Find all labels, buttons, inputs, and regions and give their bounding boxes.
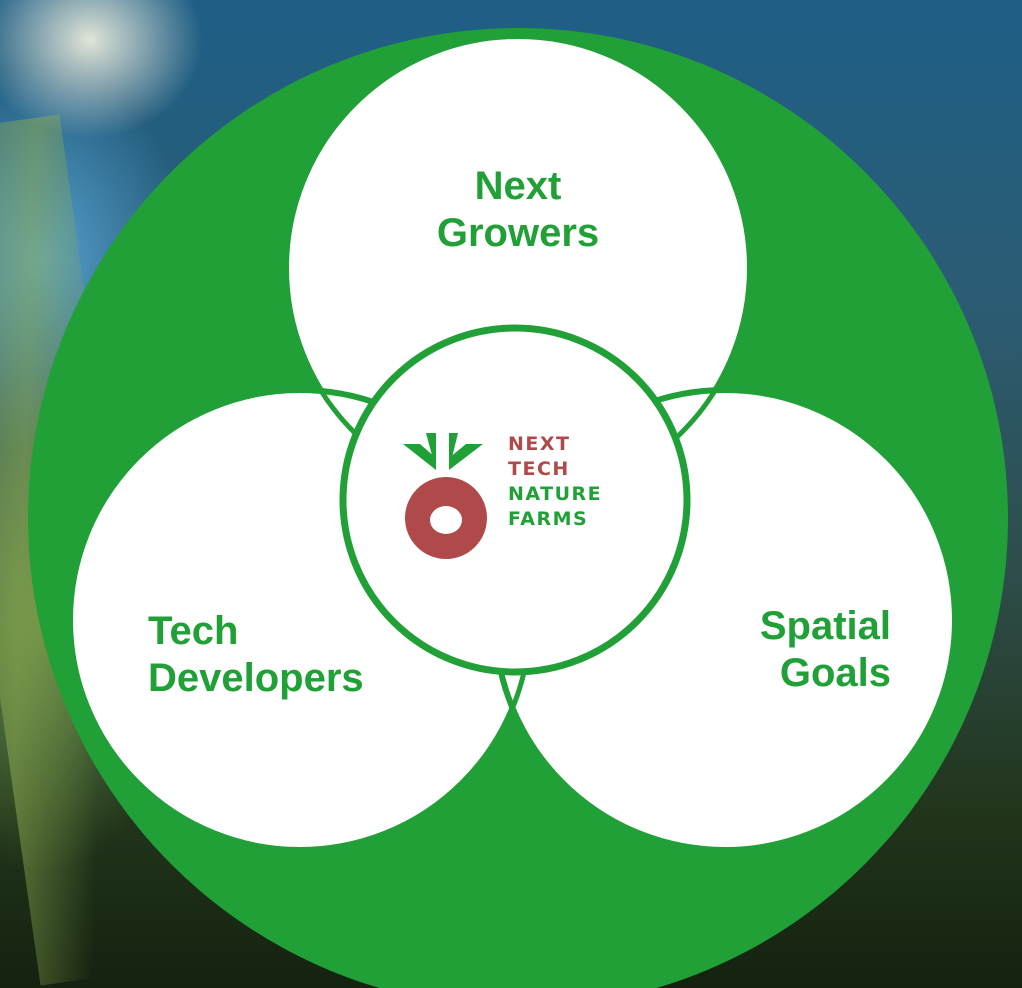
center-circle	[339, 324, 691, 676]
logo-wordmark: NEXT TECH NATURE FARMS	[508, 432, 602, 532]
segment-label-spatial: Spatial Goals	[760, 603, 891, 697]
label-line: Developers	[148, 656, 364, 700]
red-ring-icon	[405, 477, 487, 559]
leaf-chevrons-icon	[403, 433, 483, 470]
label-line: Growers	[436, 211, 600, 255]
segment-label-developers: Tech Developers	[148, 608, 364, 702]
segment-label-growers: Next Growers	[408, 163, 628, 257]
label-line: Next	[474, 164, 562, 208]
label-line: Goals	[779, 651, 891, 695]
logo-word: TECH	[508, 458, 570, 480]
logo-word: NEXT	[508, 433, 571, 455]
logo-word: NATURE	[508, 483, 603, 505]
label-line: Tech	[148, 609, 239, 653]
label-line: Spatial	[759, 604, 891, 648]
logo-word: FARMS	[508, 508, 589, 530]
